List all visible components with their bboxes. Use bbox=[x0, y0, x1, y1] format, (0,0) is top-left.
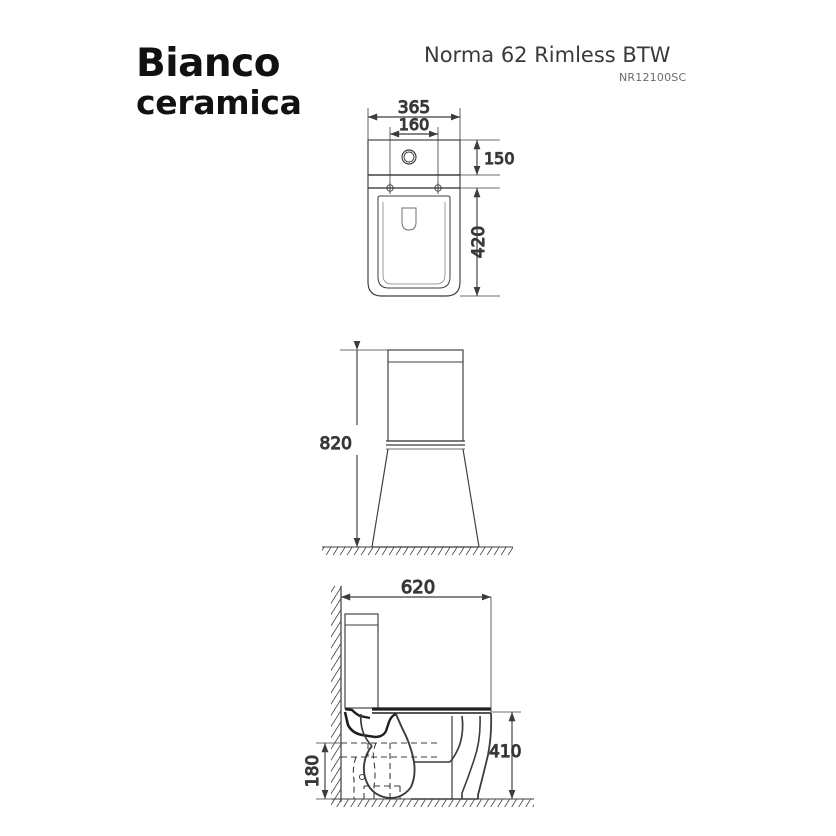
brand-name-secondary: ceramica bbox=[136, 83, 302, 122]
cistern-front-outline bbox=[387, 349, 464, 442]
side-section-group: 620 bbox=[302, 576, 534, 807]
brand-name-primary: Bianco bbox=[136, 41, 281, 86]
dimension-420-label: 420 bbox=[469, 226, 489, 258]
bowl-rim-inner bbox=[377, 195, 451, 289]
dimension-820: 820 bbox=[319, 340, 361, 547]
dimension-150: 150 bbox=[473, 140, 515, 175]
hidden-outlet-lines bbox=[341, 742, 441, 799]
bowl-waterline bbox=[382, 202, 446, 285]
bowl-inner-right bbox=[449, 715, 464, 763]
wall-hatching bbox=[331, 586, 341, 802]
bowl-outer-inner-right bbox=[461, 715, 481, 799]
dimension-150-label: 150 bbox=[484, 149, 515, 168]
dimension-160: 160 bbox=[390, 114, 438, 138]
brand-logo: Bianco ceramica bbox=[136, 44, 436, 121]
dimension-410-label: 410 bbox=[489, 742, 521, 762]
flush-button-icon bbox=[401, 149, 417, 165]
dimension-420: 420 bbox=[468, 188, 490, 296]
page-title: Norma 62 Rimless BTW bbox=[424, 43, 671, 67]
pedestal-right-edge bbox=[462, 448, 480, 548]
outlet-marker-icon bbox=[358, 773, 366, 781]
dimension-620: 620 bbox=[341, 576, 492, 712]
dimension-410: 410 bbox=[478, 711, 522, 800]
top-view-group: 365 160 150 420 bbox=[367, 97, 515, 297]
pedestal-left-edge bbox=[371, 448, 389, 548]
ground-hatching-front bbox=[322, 547, 513, 555]
dimension-365-label: 365 bbox=[398, 98, 430, 118]
seat-hinge bbox=[344, 707, 371, 720]
cistern-side-outline bbox=[344, 613, 379, 709]
flush-outlet-shape bbox=[401, 207, 417, 231]
front-elevation-group: 820 bbox=[319, 340, 513, 555]
dimension-180: 180 bbox=[302, 742, 341, 800]
dimension-180-label: 180 bbox=[303, 755, 323, 787]
bowl-plan-outline bbox=[367, 187, 461, 297]
dimension-820-label: 820 bbox=[320, 434, 352, 454]
ground-hatching-side bbox=[331, 799, 534, 807]
dimension-365: 365 bbox=[368, 97, 460, 121]
dimension-160-label: 160 bbox=[399, 115, 430, 134]
product-code: NR12100SC bbox=[619, 71, 687, 84]
dimension-620-label: 620 bbox=[401, 577, 435, 598]
bowl-trap-profile bbox=[362, 713, 416, 799]
bowl-outer-right bbox=[477, 712, 493, 799]
